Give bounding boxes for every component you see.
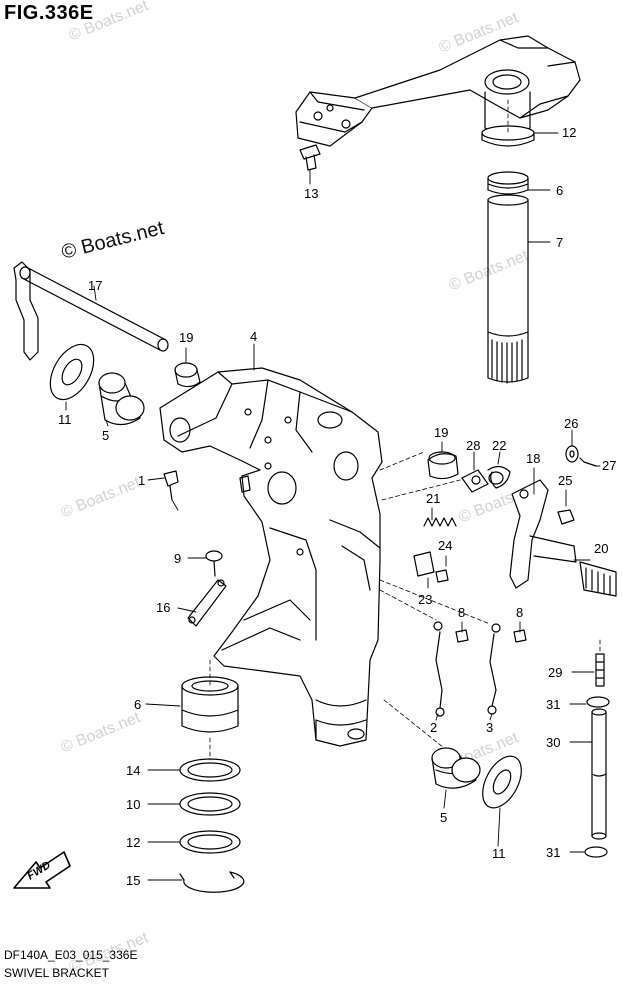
callout-23: 23 xyxy=(418,592,432,607)
callout-22: 22 xyxy=(492,438,506,453)
washer-12-lower-part xyxy=(179,830,241,854)
bushing-5-left-part xyxy=(98,372,145,426)
fwd-arrow-icon xyxy=(13,851,71,889)
callout-5-lower: 5 xyxy=(440,810,447,825)
hose-30-part xyxy=(591,708,607,840)
callout-6-lower: 6 xyxy=(134,697,141,712)
callout-27: 27 xyxy=(602,458,616,473)
bolt-8-right-part xyxy=(513,629,527,643)
callout-29: 29 xyxy=(548,665,562,680)
clip-24-part xyxy=(413,551,435,577)
callout-19: 19 xyxy=(179,330,193,345)
ground-wire-3-part xyxy=(487,623,501,715)
clamp-31-top-part xyxy=(586,696,610,708)
screw-9-part xyxy=(205,550,223,577)
callout-30: 30 xyxy=(546,735,560,750)
spring-21-part xyxy=(423,517,457,527)
bolt-8-left-part xyxy=(455,629,469,643)
callout-12-lower: 12 xyxy=(126,835,140,850)
bolt-13-part xyxy=(299,144,321,171)
leader-lines xyxy=(65,132,601,881)
callout-6: 6 xyxy=(556,183,563,198)
callout-11-lower: 11 xyxy=(492,846,506,861)
callout-25: 25 xyxy=(558,473,572,488)
callout-14: 14 xyxy=(126,763,140,778)
callout-5: 5 xyxy=(102,428,109,443)
figure-title: FIG.336E xyxy=(4,2,94,24)
washer-14-part xyxy=(179,758,241,782)
ground-wire-2-part xyxy=(433,621,445,717)
assembly-lines xyxy=(209,99,601,761)
callout-10: 10 xyxy=(126,797,140,812)
swivel-bracket-4-part xyxy=(159,367,383,747)
bolt-1-part xyxy=(163,470,179,501)
callout-9: 9 xyxy=(174,551,181,566)
callout-11: 11 xyxy=(58,412,72,427)
callout-labels: 12 13 6 7 17 19 4 11 5 1 19 28 22 18 26 … xyxy=(25,125,616,888)
washer-11-left-part xyxy=(49,343,95,401)
callout-7: 7 xyxy=(556,235,563,250)
washer-26-part xyxy=(565,445,579,463)
callout-24: 24 xyxy=(438,538,452,553)
circlip-15-part xyxy=(179,871,245,893)
callout-26: 26 xyxy=(564,416,578,431)
bushing-6-lower-part xyxy=(181,676,239,733)
callout-1: 1 xyxy=(138,473,145,488)
bushing-19-left-part xyxy=(174,362,201,388)
callout-3: 3 xyxy=(486,720,493,735)
grip-20-part xyxy=(579,561,617,597)
washer-11-lower-part xyxy=(482,755,522,809)
callout-20: 20 xyxy=(594,541,608,556)
washer-10-part xyxy=(179,792,241,816)
washer-12-top-part xyxy=(481,125,535,147)
tilt-rod-17-part xyxy=(13,261,169,361)
callout-15: 15 xyxy=(126,873,140,888)
callout-12: 12 xyxy=(562,125,576,140)
callout-2: 2 xyxy=(430,720,437,735)
callout-31-bottom: 31 xyxy=(546,845,560,860)
pin-27-part xyxy=(579,457,597,467)
figure-code: DF140A_E03_015_336E xyxy=(4,948,138,962)
spring-22-part xyxy=(487,465,511,489)
steering-bracket-part xyxy=(295,35,581,147)
callout-16: 16 xyxy=(156,600,170,615)
clamp-31-bottom-part xyxy=(584,846,608,858)
bushing-6-top-part xyxy=(487,171,529,195)
grease-fitting-29-part xyxy=(595,653,605,687)
steering-shaft-7-part xyxy=(487,194,529,384)
figure-name: SWIVEL BRACKET xyxy=(4,966,109,980)
bushing-19-right-part xyxy=(427,451,459,480)
callout-31-top: 31 xyxy=(546,697,560,712)
callout-17: 17 xyxy=(88,278,102,293)
callout-8-right: 8 xyxy=(516,605,523,620)
callout-18: 18 xyxy=(526,451,540,466)
bushing-5-lower-part xyxy=(431,747,481,789)
plate-16-part xyxy=(187,579,227,627)
callout-8-left: 8 xyxy=(458,605,465,620)
callout-21: 21 xyxy=(426,491,440,506)
bolt-23-part xyxy=(435,569,449,583)
tilt-lock-lever-18-part xyxy=(509,479,577,589)
bushing-28-part xyxy=(461,469,489,493)
nut-25-part xyxy=(557,509,575,525)
callout-4: 4 xyxy=(250,329,257,344)
callout-28: 28 xyxy=(466,438,480,453)
callout-13: 13 xyxy=(304,186,318,201)
callout-19-right: 19 xyxy=(434,425,448,440)
